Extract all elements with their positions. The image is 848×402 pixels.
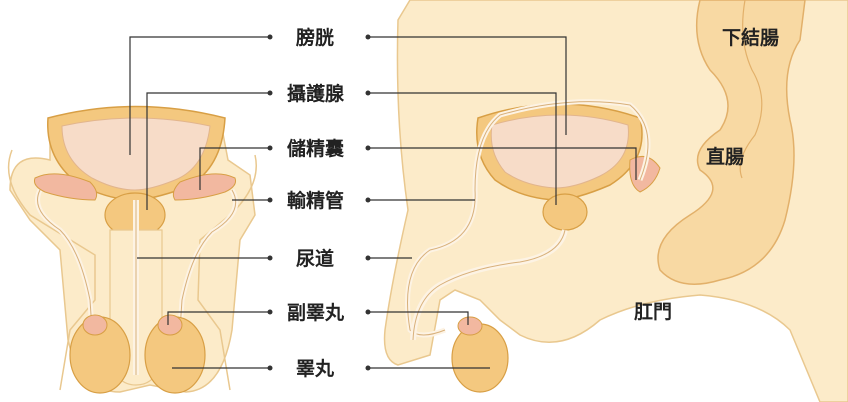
front-left-thigh bbox=[7, 149, 96, 391]
leader-bladder-left-dot bbox=[267, 34, 273, 40]
label-epididymis: 副睪丸 bbox=[287, 302, 345, 324]
label-anus: 肛門 bbox=[634, 301, 672, 323]
label-sigmoid-colon: 下結腸 bbox=[722, 26, 779, 49]
leader-urethra-right-dot bbox=[365, 255, 371, 261]
leader-vesicle-right-dot bbox=[365, 145, 371, 151]
leader-bladder-right-dot bbox=[365, 34, 371, 40]
side-urethra-edge bbox=[412, 229, 566, 341]
side-bladder-inner bbox=[490, 114, 629, 189]
front-left-vas-edge bbox=[37, 189, 93, 331]
leader-bladder-left bbox=[129, 36, 270, 155]
label-vas-deferens: 輸精管 bbox=[287, 189, 344, 212]
leader-vesicle-left-dot bbox=[267, 145, 273, 151]
label-prostate: 攝護腺 bbox=[287, 82, 345, 105]
front-right-thigh bbox=[197, 154, 257, 391]
leader-epididymis-left bbox=[167, 311, 270, 325]
leader-testis-right-dot bbox=[365, 365, 371, 371]
side-testis bbox=[451, 323, 509, 393]
leader-prostate-left-dot bbox=[267, 90, 273, 96]
side-epididymis bbox=[457, 316, 483, 336]
front-left-vesicle bbox=[34, 173, 98, 201]
side-view bbox=[383, 0, 848, 402]
front-right-vesicle bbox=[172, 173, 236, 201]
front-bladder-inner bbox=[61, 117, 211, 191]
leader-lines bbox=[129, 34, 637, 371]
leader-epididymis-right bbox=[368, 311, 469, 325]
leader-prostate-left bbox=[146, 92, 270, 210]
leader-epididymis-left-dot bbox=[267, 309, 273, 315]
labels: 膀胱 攝護腺 儲精囊 輸精管 尿道 副睪丸 睪丸 下結腸 直腸 肛門 bbox=[287, 26, 779, 380]
label-rectum: 直腸 bbox=[706, 145, 744, 168]
front-right-vas-edge bbox=[179, 189, 237, 331]
front-right-epididymis bbox=[157, 314, 183, 336]
leader-prostate-right bbox=[368, 92, 557, 205]
label-bladder: 膀胱 bbox=[295, 26, 334, 49]
leader-bladder-right bbox=[368, 36, 567, 135]
front-view bbox=[7, 105, 257, 394]
label-urethra: 尿道 bbox=[296, 247, 334, 270]
label-testis: 睪丸 bbox=[296, 358, 335, 380]
leader-vesicle-right bbox=[368, 147, 637, 180]
leader-testis-left-dot bbox=[267, 365, 273, 371]
side-colon-inner bbox=[739, 0, 763, 179]
leader-vas-left-dot bbox=[267, 197, 273, 203]
label-seminal-vesicle: 儲精囊 bbox=[287, 137, 345, 160]
leader-vesicle-left bbox=[199, 147, 270, 190]
leader-epididymis-right-dot bbox=[365, 309, 371, 315]
leader-prostate-right-dot bbox=[365, 90, 371, 96]
leader-vas-right-dot bbox=[365, 197, 371, 203]
side-vas-edge bbox=[407, 101, 649, 336]
front-left-epididymis bbox=[82, 314, 108, 336]
side-prostate bbox=[542, 193, 588, 231]
side-colon bbox=[657, 0, 806, 285]
leader-urethra-left-dot bbox=[267, 255, 273, 261]
